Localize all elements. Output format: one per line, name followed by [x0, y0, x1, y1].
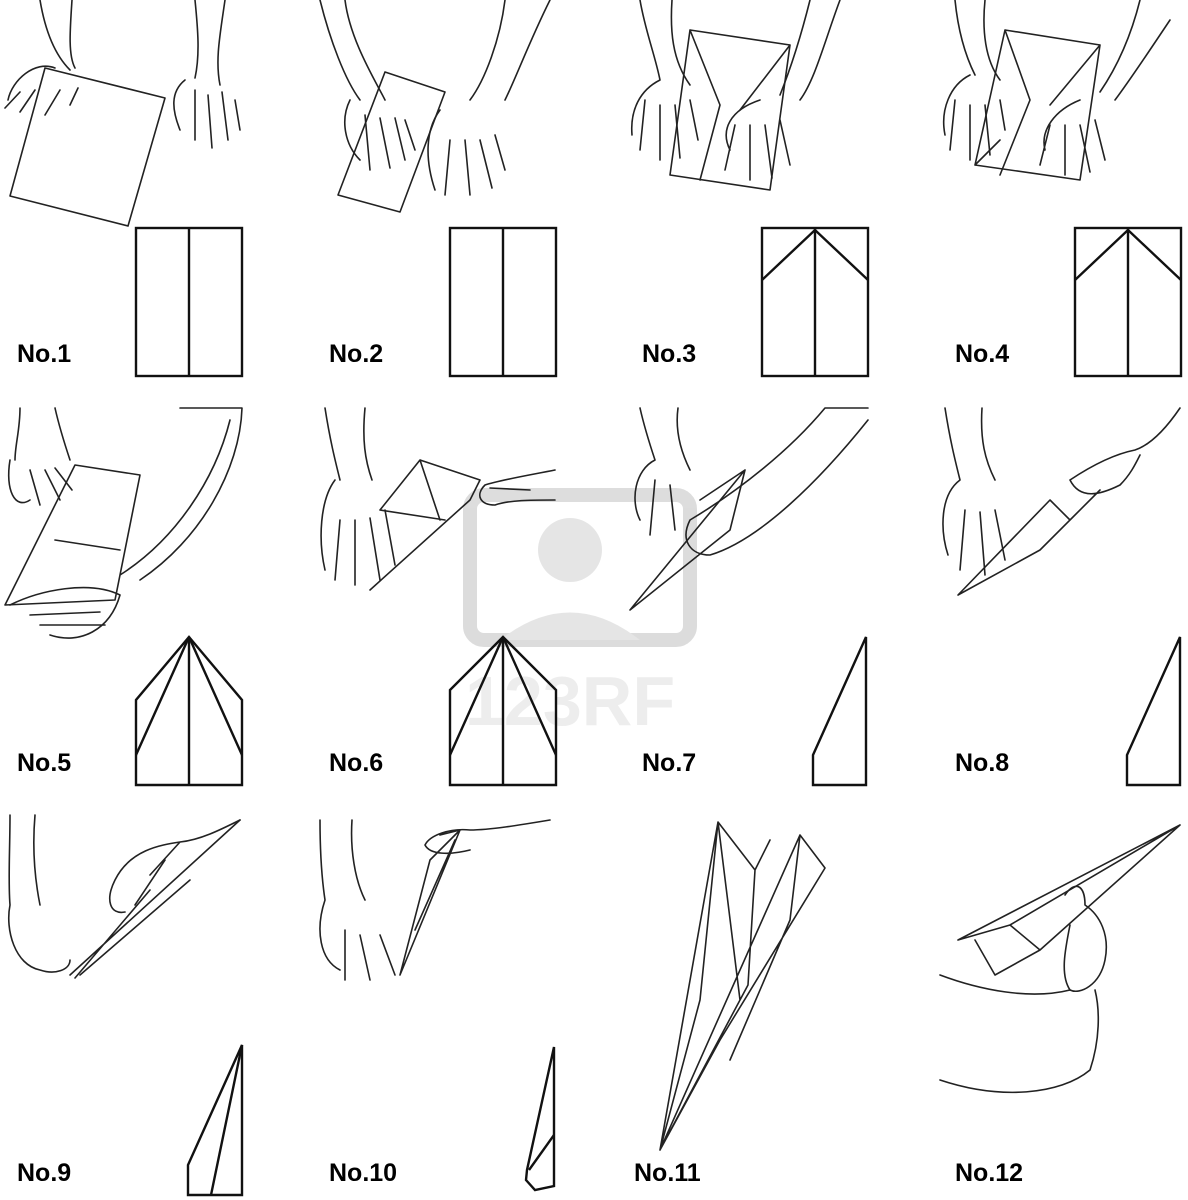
step-1-illustration: [4, 0, 241, 227]
step-1-diagram: [134, 226, 244, 378]
step-12-illustration: [939, 824, 1181, 1094]
step-2-illustration: [319, 0, 551, 213]
step-7-diagram: [811, 636, 868, 787]
step-12-label: No.12: [955, 1159, 1023, 1187]
step-4-label: No.4: [955, 340, 1009, 368]
step-7-illustration: [629, 407, 869, 611]
watermark: 123RF: [463, 488, 697, 740]
step-11-illustration: [659, 821, 826, 1151]
step-2-label: No.2: [329, 340, 383, 368]
step-11-label: No.11: [634, 1159, 701, 1187]
step-10-diagram: [524, 1046, 556, 1192]
step-7-label: No.7: [642, 749, 696, 777]
step-3-illustration: [630, 0, 841, 191]
step-6-illustration: [320, 407, 556, 591]
step-9-diagram: [186, 1044, 244, 1197]
step-8-label: No.8: [955, 749, 1009, 777]
step-10-label: No.10: [329, 1159, 397, 1187]
step-4-illustration: [943, 0, 1171, 181]
step-9-label: No.9: [17, 1159, 71, 1187]
step-9-illustration: [8, 814, 241, 979]
step-2-diagram: [448, 226, 558, 378]
watermark-text: 123RF: [465, 662, 675, 740]
step-5-label: No.5: [17, 749, 71, 777]
step-1-label: No.1: [17, 340, 71, 368]
step-3-diagram: [760, 226, 870, 378]
step-6-label: No.6: [329, 749, 383, 777]
step-8-diagram: [1125, 636, 1182, 787]
step-4-diagram: [1073, 226, 1183, 378]
step-5-diagram: [134, 635, 244, 787]
step-6-diagram: [448, 635, 558, 787]
step-10-illustration: [319, 819, 551, 981]
step-3-label: No.3: [642, 340, 696, 368]
step-8-illustration: [942, 407, 1181, 596]
step-5-illustration: [4, 407, 243, 639]
